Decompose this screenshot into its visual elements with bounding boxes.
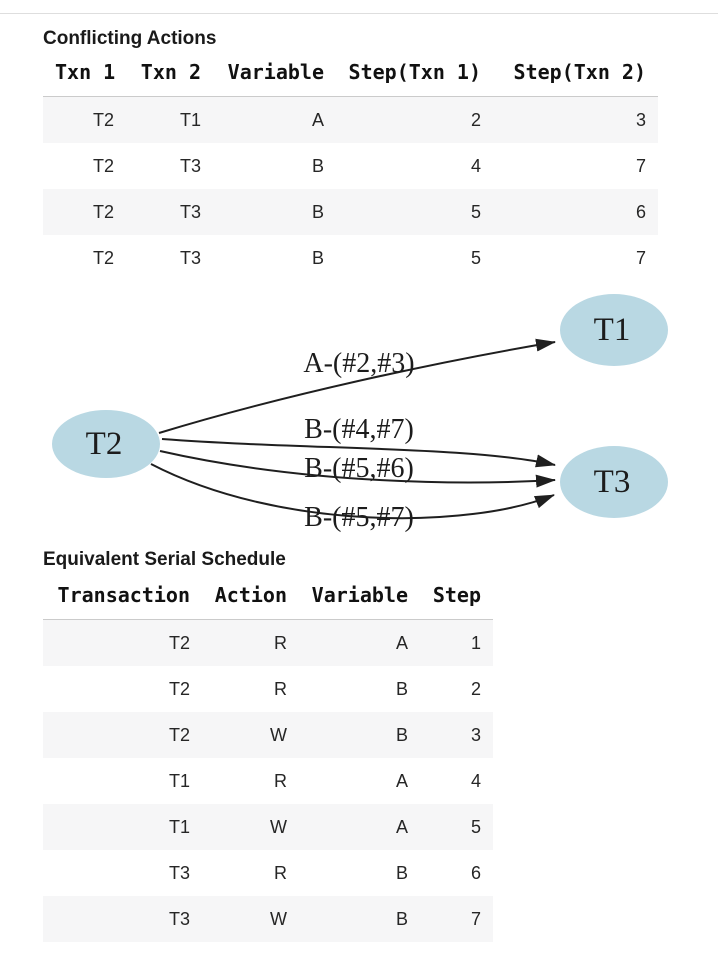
notebook-output: Conflicting Actions Txn 1 Txn 2 Variable… <box>0 14 718 942</box>
table-row: T2 R B 2 <box>43 666 493 712</box>
table-cell: B <box>311 202 324 222</box>
table-cell: T3 <box>168 863 190 883</box>
table-cell: T1 <box>179 110 201 130</box>
table-cell: T1 <box>168 771 190 791</box>
table-cell: 2 <box>470 679 481 699</box>
table-cell: 7 <box>470 909 481 929</box>
table-cell: 3 <box>635 110 646 130</box>
node-label-t3: T3 <box>594 464 631 500</box>
table-cell: A <box>395 771 408 791</box>
table-cell: 4 <box>470 156 481 176</box>
table-row: T3 R B 6 <box>43 850 493 896</box>
table-cell: T3 <box>179 156 201 176</box>
edge-t2-t3-3 <box>150 463 555 520</box>
table-cell: T2 <box>92 156 114 176</box>
table-cell: T2 <box>92 202 114 222</box>
top-divider <box>0 0 718 14</box>
table-cell: 7 <box>635 248 646 268</box>
table-cell: 6 <box>635 202 646 222</box>
table-header-row: Transaction Action Variable Step <box>43 583 493 620</box>
column-header-variable: Variable <box>299 583 420 620</box>
table-header-row: Txn 1 Txn 2 Variable Step(Txn 1) Step(Tx… <box>43 60 658 97</box>
column-header-step-txn1: Step(Txn 1) <box>336 60 493 97</box>
node-t3 <box>560 446 668 518</box>
table-row: T2 R A 1 <box>43 619 493 666</box>
table-row: T2 T1 A 2 3 <box>43 96 658 143</box>
edge-label-b-4-7: B-(#4,#7) <box>304 414 414 445</box>
table-cell: T3 <box>179 202 201 222</box>
table-cell: R <box>274 771 287 791</box>
table-row: T3 W B 7 <box>43 896 493 942</box>
table-cell: 5 <box>470 817 481 837</box>
table-cell: 4 <box>470 771 481 791</box>
table-cell: T2 <box>92 248 114 268</box>
column-header-txn2: Txn 2 <box>126 60 213 97</box>
table-cell: R <box>274 863 287 883</box>
table-cell: A <box>395 633 408 653</box>
node-label-t2: T2 <box>86 426 123 462</box>
column-header-txn1: Txn 1 <box>43 60 126 97</box>
table-cell: T3 <box>179 248 201 268</box>
node-t2 <box>52 410 160 478</box>
table-cell: R <box>274 633 287 653</box>
table-cell: 7 <box>635 156 646 176</box>
table-cell: B <box>311 248 324 268</box>
node-t1 <box>560 294 668 366</box>
table-cell: 5 <box>470 248 481 268</box>
table-cell: 3 <box>470 725 481 745</box>
table-row: T1 W A 5 <box>43 804 493 850</box>
edge-t2-t3-1 <box>161 438 556 468</box>
schedule-section-title: Equivalent Serial Schedule <box>43 549 286 570</box>
table-cell: A <box>311 110 324 130</box>
conflicts-section-title: Conflicting Actions <box>43 28 217 49</box>
column-header-step: Step <box>420 583 493 620</box>
table-cell: B <box>395 863 408 883</box>
table-cell: T2 <box>168 679 190 699</box>
edge-label-a-2-3: A-(#2,#3) <box>303 348 414 379</box>
table-cell: 5 <box>470 202 481 222</box>
table-cell: T2 <box>92 110 114 130</box>
table-row: T2 T3 B 4 7 <box>43 143 658 189</box>
table-row: T2 T3 B 5 7 <box>43 235 658 281</box>
edge-label-b-5-6: B-(#5,#6) <box>304 453 414 484</box>
table-row: T2 W B 3 <box>43 712 493 758</box>
column-header-transaction: Transaction <box>43 583 202 620</box>
edge-t2-t3-2 <box>159 450 556 488</box>
table-cell: R <box>274 679 287 699</box>
conflicting-actions-table: Txn 1 Txn 2 Variable Step(Txn 1) Step(Tx… <box>43 60 658 281</box>
table-cell: W <box>270 725 287 745</box>
table-row: T1 R A 4 <box>43 758 493 804</box>
table-cell: B <box>311 156 324 176</box>
table-cell: A <box>395 817 408 837</box>
table-cell: 6 <box>470 863 481 883</box>
table-cell: T1 <box>168 817 190 837</box>
table-cell: 2 <box>470 110 481 130</box>
table-cell: T2 <box>168 633 190 653</box>
table-cell: B <box>395 909 408 929</box>
edge-label-b-5-7: B-(#5,#7) <box>304 502 414 533</box>
column-header-variable: Variable <box>213 60 336 97</box>
table-cell: T2 <box>168 725 190 745</box>
column-header-action: Action <box>202 583 299 620</box>
column-header-step-txn2: Step(Txn 2) <box>493 60 658 97</box>
table-cell: W <box>270 909 287 929</box>
table-cell: W <box>270 817 287 837</box>
edge-t2-t1 <box>158 338 556 434</box>
precedence-graph: T2 T1 T3 A-(#2,#3) B-(#4,#7) B-(#5,#6) B… <box>52 294 668 533</box>
table-cell: 1 <box>470 633 481 653</box>
table-cell: B <box>395 679 408 699</box>
node-label-t1: T1 <box>594 312 631 348</box>
table-row: T2 T3 B 5 6 <box>43 189 658 235</box>
table-cell: B <box>395 725 408 745</box>
table-cell: T3 <box>168 909 190 929</box>
